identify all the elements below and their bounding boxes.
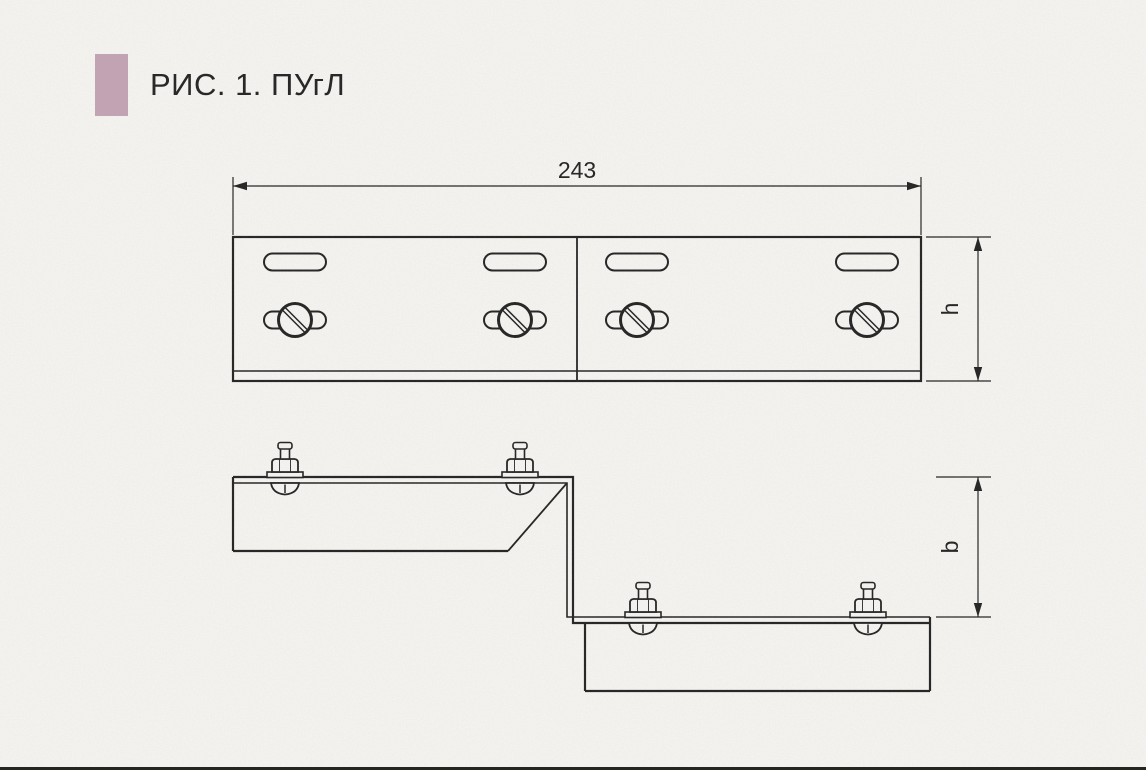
screw-head-icon — [849, 302, 885, 338]
screw-head-icon — [619, 302, 655, 338]
dimension-height-b: b — [936, 476, 991, 618]
top-view-plate-outline — [231, 235, 923, 383]
dimension-length: 243 — [232, 157, 922, 235]
dimension-length-label: 243 — [558, 157, 596, 183]
dimension-h-label: h — [937, 303, 963, 316]
bolt-assembly-icon — [266, 441, 304, 496]
side-view: b — [231, 441, 991, 693]
slot-hole — [605, 252, 669, 272]
top-view: 243 h — [231, 157, 991, 383]
slot-hole — [483, 252, 547, 272]
bolt-assembly-icon — [501, 441, 539, 496]
bottom-edge-line — [0, 767, 1146, 770]
arrowhead-up-icon — [973, 477, 983, 491]
arrowhead-down-icon — [973, 367, 983, 381]
arrowhead-up-icon — [973, 237, 983, 251]
screw-head-icon — [497, 302, 533, 338]
arrowhead-down-icon — [973, 603, 983, 617]
dimension-height-h: h — [926, 236, 991, 382]
dimension-b-label: b — [937, 541, 963, 554]
arrowhead-left-icon — [233, 181, 247, 191]
slot-hole — [835, 252, 899, 272]
screw-head-icon — [277, 302, 313, 338]
arrowhead-right-icon — [907, 181, 921, 191]
bolt-assembly-icon — [624, 581, 662, 636]
bolt-assembly-icon — [849, 581, 887, 636]
slot-hole — [263, 252, 327, 272]
